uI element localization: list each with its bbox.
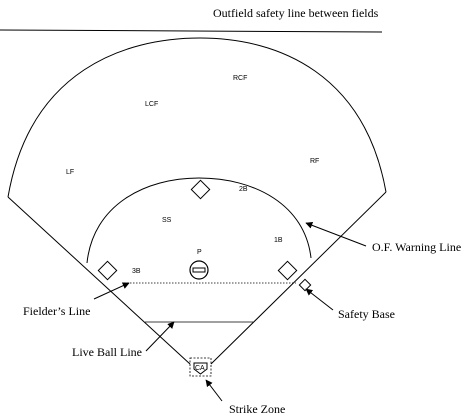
- fielders-line-label: Fielder’s Line: [23, 304, 90, 318]
- pos-rcf: RCF: [233, 75, 247, 82]
- right-foul-line: [210, 191, 387, 365]
- safety-base-arrow: [305, 288, 334, 311]
- pos-2b: 2B: [239, 186, 248, 193]
- live-ball-line-label: Live Ball Line: [72, 345, 142, 359]
- second-base: [190, 179, 211, 200]
- outfield-fence: [7, 37, 387, 198]
- pos-lf: LF: [66, 169, 74, 176]
- of-warning-line-label: O.F. Warning Line: [372, 240, 461, 254]
- of-warning-line-arrow: [305, 221, 367, 247]
- safety-base: [298, 278, 312, 292]
- of-warning-line: [86, 177, 312, 264]
- home-plate: [193, 362, 208, 375]
- pos-lcf: LCF: [145, 101, 158, 108]
- fielders-line-arrow: [93, 282, 130, 300]
- strike-zone-label: Strike Zone: [229, 402, 285, 416]
- pos-1b: 1B: [274, 237, 283, 244]
- live-ball-line-arrow: [145, 321, 175, 352]
- pos-rf: RF: [310, 158, 319, 165]
- safety-base-label: Safety Base: [338, 307, 395, 321]
- first-base: [277, 260, 298, 281]
- pos-ca: CA: [195, 365, 205, 372]
- third-base: [97, 260, 118, 281]
- outfield-safety-line-label: Outfield safety line between fields: [213, 6, 379, 20]
- pos-p: P: [197, 249, 202, 256]
- outfield-safety-line: [0, 29, 383, 33]
- pos-3b: 3B: [132, 268, 141, 275]
- strike-zone-box: [189, 357, 212, 377]
- pitchers-rubber: [192, 267, 206, 273]
- strike-zone-arrow: [205, 379, 223, 402]
- pos-ss: SS: [162, 217, 172, 224]
- pitchers-circle: [189, 260, 209, 280]
